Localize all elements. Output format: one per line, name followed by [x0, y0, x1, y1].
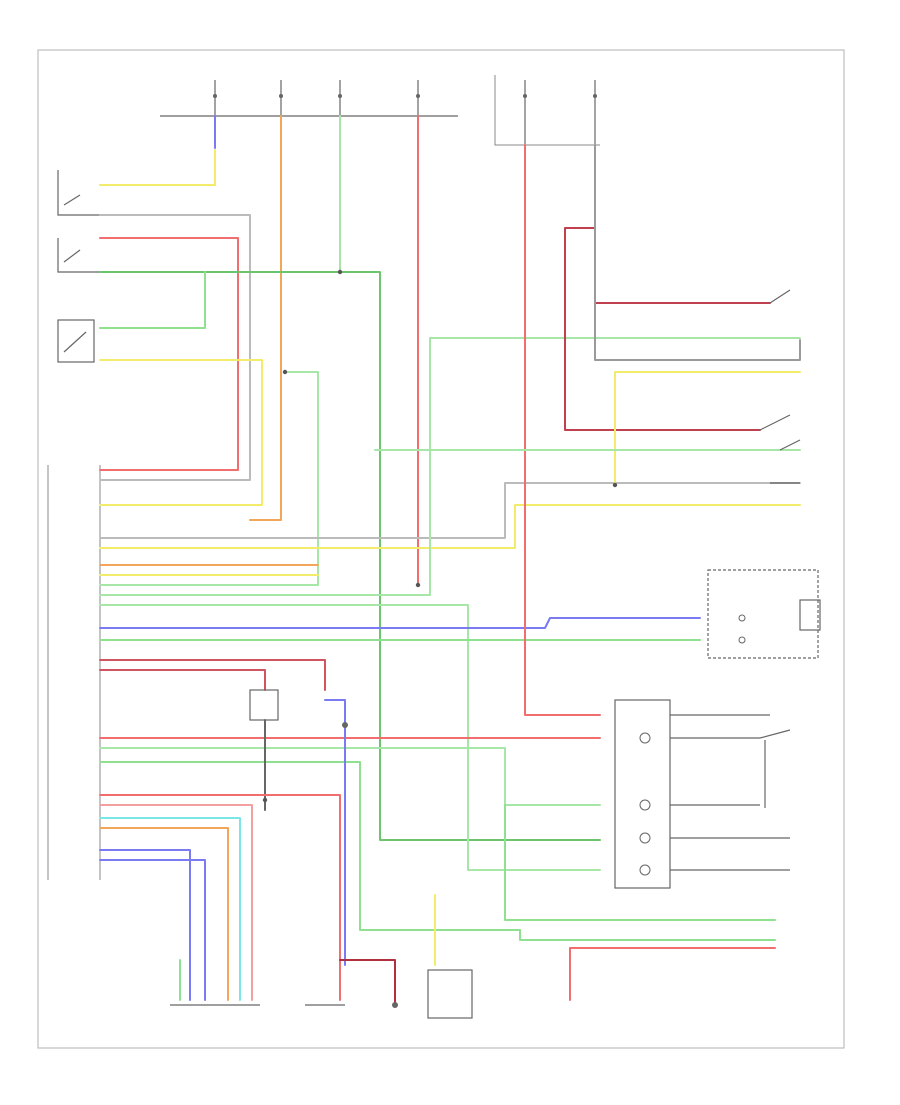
transmission-relay: [427, 969, 473, 1019]
fuse-bus-right: [494, 75, 600, 146]
junction-dots: [262, 269, 618, 803]
throttle-actuator-pins: [170, 1002, 398, 1008]
wire-cyan-bottom: [99, 817, 241, 1001]
wire-darkred-right: [564, 227, 761, 431]
wire-grey-right: [594, 144, 801, 361]
wire-yellow-right: [614, 371, 801, 486]
wire-darkred-ground: [339, 959, 396, 1006]
wire-grey-row1: [99, 482, 801, 539]
wire-red-bottom: [99, 794, 341, 1001]
wire-orange-bottom: [99, 827, 229, 1001]
wire-white-switch: [99, 214, 251, 481]
wire-pink-bottom: [99, 804, 253, 1001]
wire-darkred-pair: [99, 659, 326, 691]
clutch-switch-symbol: [57, 319, 95, 363]
wire-blue-sensor: [324, 699, 346, 966]
wire-green-lower2: [99, 761, 521, 931]
wire-green-brake: [99, 271, 601, 841]
right-switch-stack: [759, 289, 801, 484]
wire-green-right-low2: [504, 804, 776, 921]
wire-green-clutch: [99, 271, 206, 329]
wire-red-right-main: [524, 144, 601, 716]
wire-green-right-low: [519, 929, 776, 941]
throttle-module: [249, 689, 348, 728]
wire-yellow-clutch: [99, 359, 263, 506]
wire-lightgreen-mid: [99, 371, 319, 586]
wire-yellow-row2: [99, 504, 801, 549]
wire-red-switch: [99, 237, 239, 471]
wires: [99, 115, 801, 1006]
wire-darkred-pair2: [99, 669, 266, 691]
wire-lightgreen-row5: [99, 337, 801, 596]
stoplamp-switch-symbol: [57, 170, 100, 273]
wire-blue-bottom: [99, 859, 206, 1001]
diagram-frame: [37, 49, 845, 1049]
wire-green-lower1: [99, 747, 601, 806]
wire-blue-indicator: [99, 617, 701, 629]
combination-meter: [707, 569, 821, 659]
wire-red-stoplamp: [569, 947, 776, 1001]
fuse-bus-left: [160, 80, 458, 117]
wire-orange-fuse2: [249, 115, 282, 521]
engine-control-module-strip: [47, 465, 101, 880]
cruise-control-switch: [614, 699, 791, 889]
wire-blue-bottom2: [99, 849, 191, 1001]
wire-yellow-top: [99, 149, 216, 186]
